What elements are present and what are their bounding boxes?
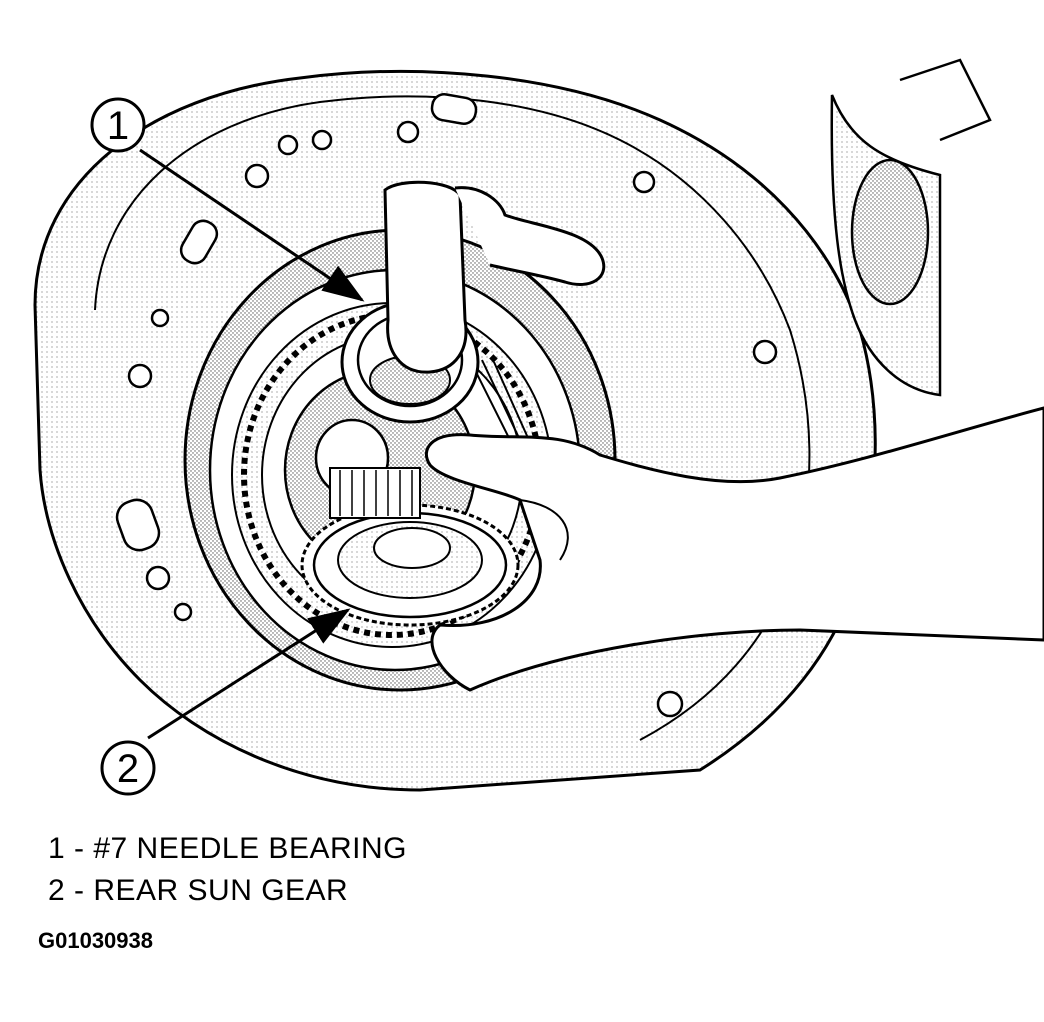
callout-1-leader — [139, 148, 365, 302]
side-bracket — [830, 58, 992, 397]
transmission-illustration: 1 2 — [33, 58, 1044, 796]
legend-item-1: 1 - #7 NEEDLE BEARING — [48, 832, 407, 865]
legend: 1 - #7 NEEDLE BEARING 2 - REAR SUN GEAR — [48, 828, 407, 912]
lower-hand — [424, 406, 1044, 692]
callout-1: 1 — [90, 97, 146, 153]
case-bolt-holes — [115, 93, 778, 718]
callout-2-leader — [147, 608, 351, 740]
rear-sun-gear — [300, 467, 520, 627]
callout-1-number: 1 — [107, 104, 129, 148]
legend-item-2: 2 - REAR SUN GEAR — [48, 874, 349, 907]
callout-2-number: 2 — [117, 747, 139, 791]
upper-hand — [383, 180, 606, 374]
callout-2: 2 — [100, 740, 156, 796]
figure-id: G01030938 — [38, 928, 153, 953]
